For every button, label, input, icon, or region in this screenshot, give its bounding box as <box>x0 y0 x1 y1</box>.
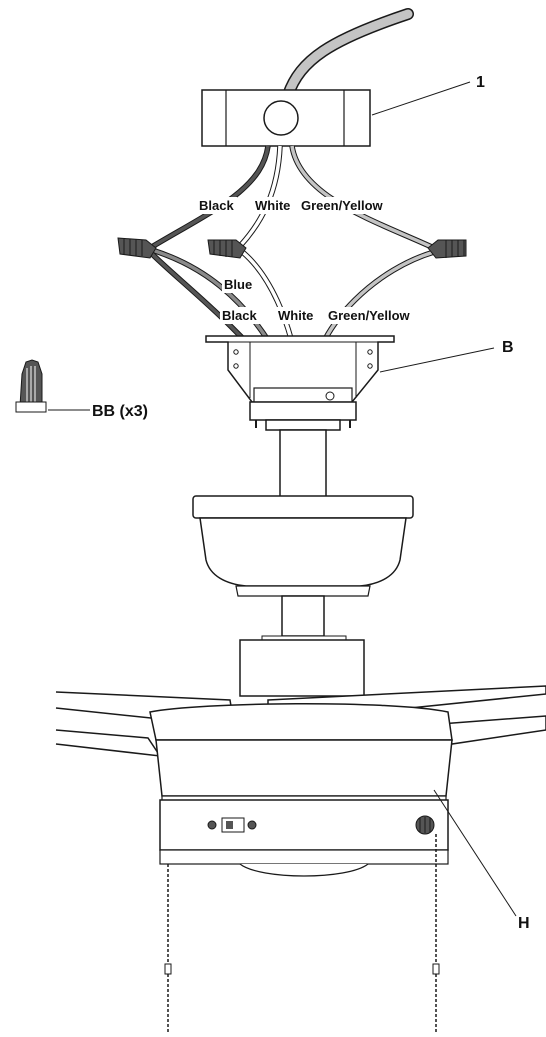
label-ceiling-white: White <box>255 198 290 213</box>
callout-leaders <box>48 81 517 917</box>
wire-nut-center <box>207 239 247 259</box>
motor-housing <box>149 703 453 877</box>
outlet-box <box>201 89 371 147</box>
callout-bb: BB (x3) <box>92 403 148 420</box>
canopy <box>192 495 414 597</box>
callout-h: H <box>518 915 530 932</box>
label-fan-white: White <box>278 308 313 323</box>
wire-nut-left <box>117 237 157 259</box>
callout-b: B <box>502 339 514 356</box>
pull-chain-right <box>432 834 440 1032</box>
label-fan-ground: Green/Yellow <box>328 308 411 323</box>
mounting-bracket <box>205 335 395 428</box>
label-fan-black: Black <box>222 308 257 323</box>
pull-chain-left <box>164 864 172 1032</box>
wire-labels: Black White Green/Yellow Blue Black Whit… <box>197 197 422 324</box>
wire-nut-right <box>427 239 467 259</box>
wire-nut-bb-icon <box>15 359 47 413</box>
motor-collar <box>239 595 365 697</box>
label-fan-blue: Blue <box>224 277 252 292</box>
supply-cable <box>282 8 414 101</box>
callout-labels: 1 B BB (x3) H <box>92 74 530 932</box>
downrod <box>265 419 341 499</box>
label-ceiling-black: Black <box>199 198 234 213</box>
label-ceiling-ground: Green/Yellow <box>301 198 384 213</box>
callout-1: 1 <box>476 74 485 91</box>
